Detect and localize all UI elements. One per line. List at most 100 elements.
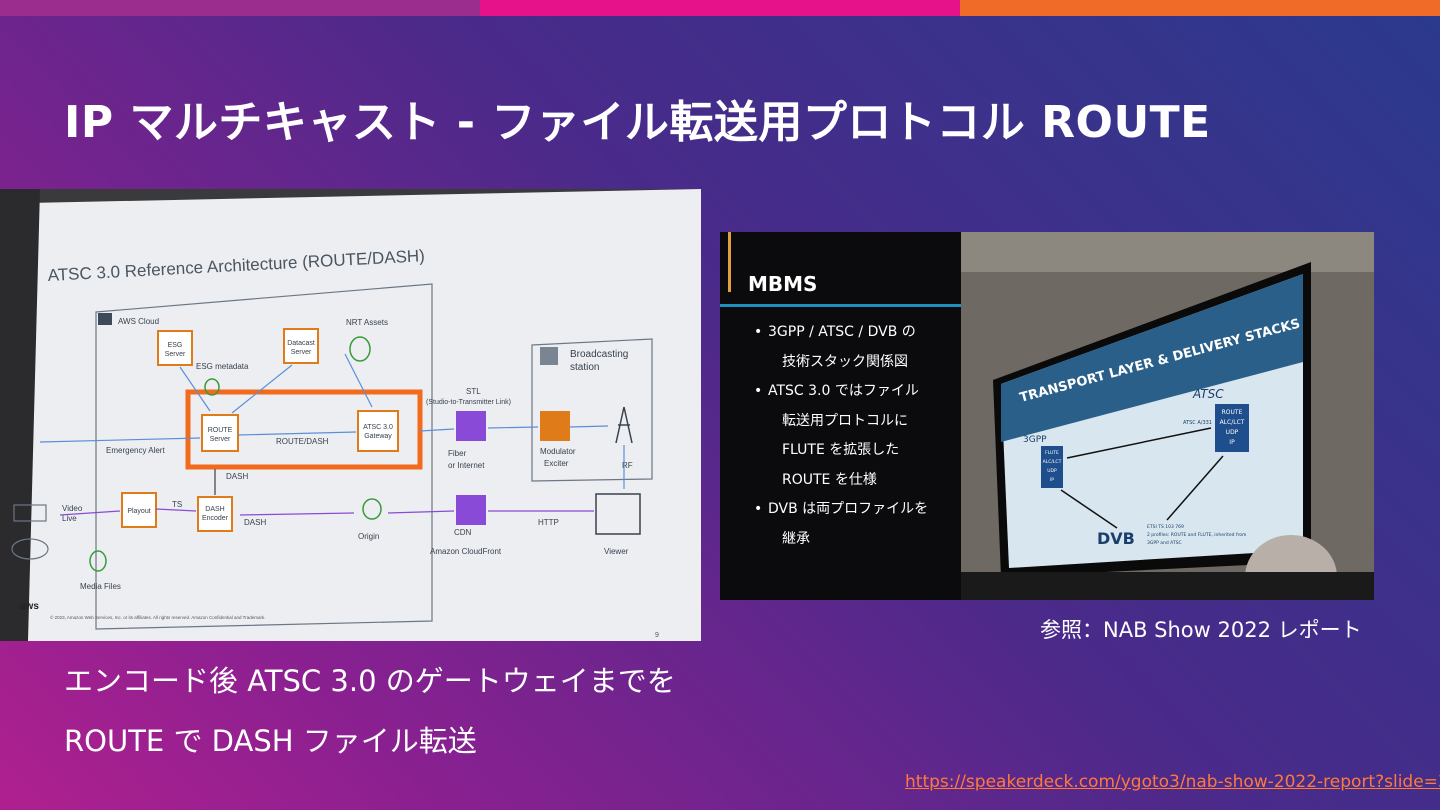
stadium-icon [11,538,49,560]
route-stack-box [1215,404,1249,452]
dash-label-1: DASH [226,472,248,481]
fiber-icon [456,411,486,441]
stl-label: STL [466,387,481,396]
aws-logo: aws [20,601,39,612]
mbms-bullet-text: 転送用プロトコルに [782,412,908,429]
nrt-bucket-icon [349,336,371,362]
dvb-logo: DVB [1097,529,1135,548]
or-internet-label: or Internet [448,461,485,470]
esg-label: ESG [168,342,183,349]
esg-server-label: Server [165,351,186,358]
dash-encoder-label-2: Encoder [202,515,229,522]
atsc-gateway-label-2: Gateway [364,433,392,440]
origin-label: Origin [358,532,379,541]
dvb-note-1: ETSI TS 103 769 [1147,524,1184,530]
route-highlight-box [185,389,423,470]
caption-line-1: エンコード後 ATSC 3.0 のゲートウェイまでを [64,664,676,698]
dash-encoder-label-1: DASH [205,506,224,513]
stack-alc-lct: ALC/LCT [1220,419,1245,426]
gpp-logo: 3GPP [1023,435,1047,445]
bullet-dot-icon: • [754,324,763,340]
mbms-bullet-text: 継承 [782,530,810,547]
mbms-bullet-text: ATSC 3.0 ではファイル [768,383,919,399]
stack-flute-ip: IP [1050,477,1054,483]
http-label: HTTP [538,518,559,527]
architecture-diagram: ATSC 3.0 Reference Architecture (ROUTE/D… [0,189,701,641]
broadcasting-label: Broadcasting [570,349,628,360]
video-label: Video [62,504,83,513]
caption-line-2: ROUTE で DASH ファイル転送 [64,724,477,758]
cloudfront-icon [456,495,486,525]
camera-icon [13,504,47,522]
mbms-bullet-item: • DVB は両プロファイルを [742,495,952,525]
route-label: ROUTE [208,427,233,434]
origin-bucket-icon [362,498,382,520]
emergency-alert-label: Emergency Alert [106,446,165,455]
mbms-panel: MBMS • 3GPP / ATSC / DVB の技術スタック関係図 • ATSC … [720,232,961,600]
mbms-accent-line [728,232,731,292]
ts-label: TS [172,500,182,509]
datacast-server-label: Server [291,349,312,356]
mbms-bullet-item: 技術スタック関係図 [742,348,952,378]
mbms-bullet-text: 技術スタック関係図 [782,353,908,370]
viewer-label: Viewer [604,547,629,556]
mbms-bullet-text: ROUTE を仕様 [782,471,877,488]
datacast-label: Datacast [287,340,315,347]
flute-stack-box [1041,446,1063,488]
atsc-ref-label: ATSC A/331 [1183,420,1212,426]
bullet-dot-icon: • [754,383,763,399]
esg-bucket-icon [204,378,220,396]
playout-label: Playout [127,508,150,515]
route-dash-label: ROUTE/DASH [276,437,329,446]
fiber-label: Fiber [448,449,467,458]
mbms-bullet-item: FLUTE を拡張した [742,436,952,466]
dash-label-2: DASH [244,518,266,527]
mbms-bullet-text: DVB は両プロファイルを [768,501,929,517]
stack-flute-alc: ALC/LCT [1043,459,1062,465]
mbms-bullet-item: 転送用プロトコルに [742,407,952,437]
mbms-bullet-item: 継承 [742,525,952,555]
slide-title: IP マルチキャスト - ファイル転送用プロトコル ROUTE [64,97,1211,148]
accent-bar-pink [480,0,960,16]
stack-flute-udp: UDP [1047,468,1057,474]
top-accent-bar [0,0,1440,16]
mbms-bullet-item: ROUTE を仕様 [742,466,952,496]
stacks-screen-photo: TRANSPORT LAYER & DELIVERY STACKS ATSC R… [961,232,1374,600]
atsc-gateway-label-1: ATSC 3.0 [363,424,393,431]
source-link[interactable]: https://speakerdeck.com/ygoto3/nab-show-… [905,772,1440,792]
stl-sub-label: (Studio-to-Transmitter Link) [426,399,511,406]
architecture-photo: ATSC 3.0 Reference Architecture (ROUTE/D… [0,189,701,641]
media-bucket-icon [89,550,107,572]
stack-flute: FLUTE [1045,450,1059,456]
esg-metadata-label: ESG metadata [196,362,249,371]
nrt-assets-label: NRT Assets [346,318,388,327]
arch-footer: © 2023, Amazon Web Services, Inc. or its… [50,614,266,620]
reference-note: 参照：NAB Show 2022 レポート [1040,618,1362,642]
cdn-label: CDN [454,528,472,537]
dvb-note-2: 2 profiles: ROUTE and FLUTE, inherited f… [1147,532,1246,538]
stack-route: ROUTE [1222,409,1243,416]
accent-bar-purple [0,0,480,16]
antenna-icon [615,406,633,444]
mbms-bullet-text: 3GPP / ATSC / DVB の [768,324,916,340]
accent-bar-orange [960,0,1440,16]
viewer-devices-icon [595,493,641,535]
stack-udp: UDP [1226,429,1239,436]
station-label: station [570,362,599,373]
aws-cloud-label: AWS Cloud [118,317,159,326]
modulator-label: Modulator [540,447,576,456]
transport-stacks-photo: MBMS • 3GPP / ATSC / DVB の技術スタック関係図 • ATSC … [720,232,1374,600]
arch-page-number: 9 [655,632,659,639]
atsc-logo: ATSC [1192,387,1224,401]
exciter-label: Exciter [544,459,569,468]
mbms-divider [720,304,961,307]
mbms-bullet-item: • 3GPP / ATSC / DVB の [742,318,952,348]
mbms-bullet-item: • ATSC 3.0 ではファイル [742,377,952,407]
stack-ip: IP [1229,439,1235,446]
dvb-note-3: 3GPP and ATSC [1147,540,1182,546]
mbms-title: MBMS [748,272,818,296]
bullet-dot-icon: • [754,501,763,517]
route-server-label: Server [210,436,231,443]
mbms-bullet-list: • 3GPP / ATSC / DVB の技術スタック関係図 • ATSC 3.0 で… [742,318,952,554]
live-label: Live [62,514,77,523]
